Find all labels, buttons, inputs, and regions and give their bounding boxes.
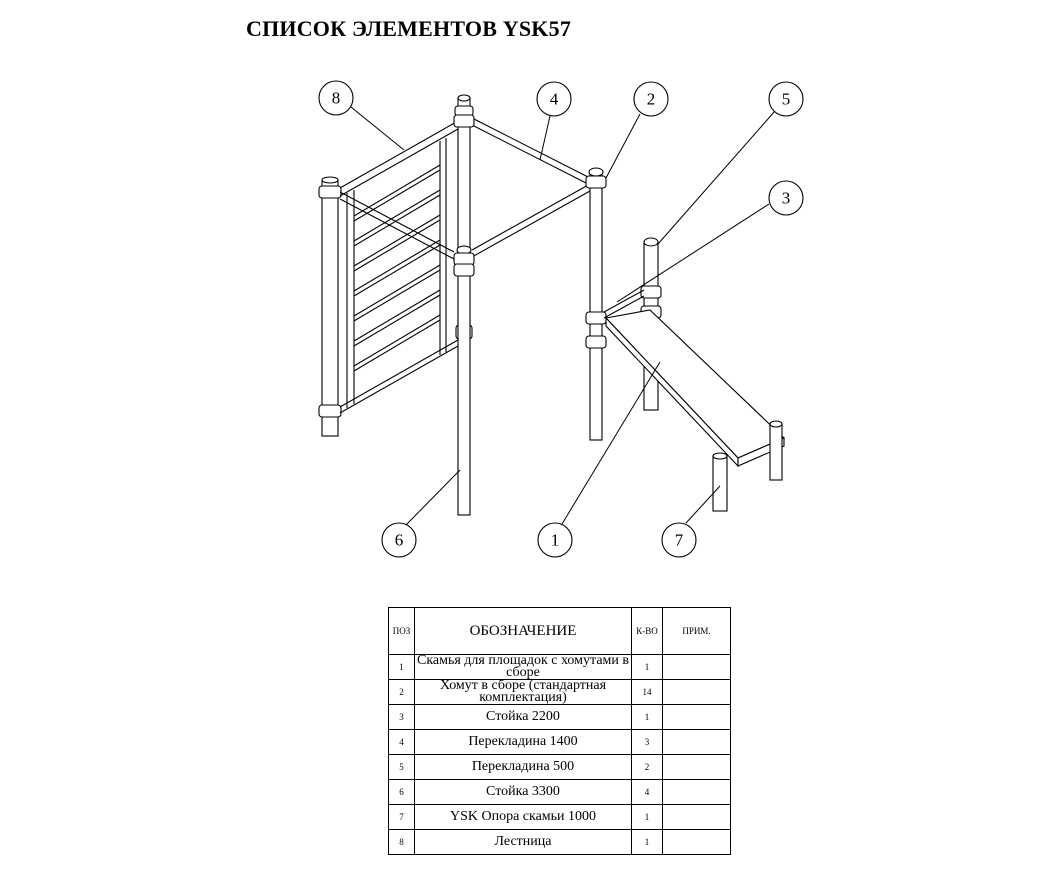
cell-qty: 1	[631, 654, 663, 680]
cell-pos: 4	[388, 729, 415, 755]
callout-4: 4	[536, 81, 572, 117]
table-row: 2 Хомут в сборе (стандартная комплектаци…	[388, 679, 731, 705]
clamp	[453, 263, 475, 277]
crossbars	[339, 117, 591, 260]
post-3300-front	[453, 245, 475, 516]
header-qty: К-ВО	[631, 607, 663, 655]
cell-qty: 1	[631, 829, 663, 855]
cell-note	[662, 654, 731, 680]
callout-label: 1	[551, 531, 560, 550]
parts-table: ПОЗ ОБОЗНАЧЕНИЕ К-ВО ПРИМ. 1 Скамья для …	[388, 607, 731, 855]
cell-name: Лестница	[414, 829, 632, 855]
cell-qty: 4	[631, 779, 663, 805]
callout-label: 2	[647, 90, 656, 109]
cell-pos: 1	[388, 654, 415, 680]
callout-3: 3	[768, 180, 804, 216]
cell-pos: 2	[388, 679, 415, 705]
clamp	[318, 185, 342, 199]
clamp	[453, 252, 475, 266]
assembly-drawing: 8 4 2 5 3 6 1 7	[318, 80, 804, 558]
cell-pos: 7	[388, 804, 415, 830]
clamp	[585, 175, 607, 189]
table-row: 4 Перекладина 1400 3	[388, 729, 731, 755]
post-3300-right	[585, 167, 607, 441]
cell-qty: 1	[631, 704, 663, 730]
cell-pos: 6	[388, 779, 415, 805]
callout-label: 8	[332, 89, 341, 108]
table-row: 1 Скамья для площадок с хомутами в сборе…	[388, 654, 731, 680]
callout-label: 3	[782, 189, 791, 208]
crossbar	[471, 183, 591, 258]
cell-name: Хомут в сборе (стандартная комплектация)	[414, 679, 632, 705]
ladder	[318, 120, 459, 437]
cell-pos: 3	[388, 704, 415, 730]
cell-name: Скамья для площадок с хомутами в сборе	[414, 654, 632, 680]
page-title: СПИСОК ЭЛЕМЕНТОВ YSK57	[246, 16, 572, 41]
cell-note	[662, 679, 731, 705]
callout-label: 5	[782, 90, 791, 109]
callout-1: 1	[537, 522, 573, 558]
cell-qty: 3	[631, 729, 663, 755]
crossbar	[471, 117, 591, 186]
short-crossbar	[603, 289, 645, 319]
bench-leg	[769, 423, 783, 481]
cell-qty: 1	[631, 804, 663, 830]
ladder-top-rail	[339, 120, 459, 197]
table-row: 7 YSK Опора скамьи 1000 1	[388, 804, 731, 830]
ladder-side	[346, 190, 355, 408]
ladder-post-cap	[321, 176, 339, 184]
table-row: 6 Стойка 3300 4	[388, 779, 731, 805]
cell-qty: 2	[631, 754, 663, 780]
cell-note	[662, 779, 731, 805]
cell-note	[662, 829, 731, 855]
cell-name: Стойка 3300	[414, 779, 632, 805]
callout-label: 6	[395, 531, 404, 550]
cell-name: Стойка 2200	[414, 704, 632, 730]
header-name: ОБОЗНАЧЕНИЕ	[414, 607, 632, 655]
table-row: 3 Стойка 2200 1	[388, 704, 731, 730]
crossbar	[339, 191, 455, 260]
clamp	[453, 114, 475, 128]
callout-6: 6	[381, 522, 417, 558]
callout-5: 5	[768, 81, 804, 117]
bench	[604, 309, 785, 481]
cell-pos: 5	[388, 754, 415, 780]
callout-label: 4	[550, 90, 559, 109]
cell-qty: 14	[631, 679, 663, 705]
clamp	[585, 335, 607, 349]
cell-name: Перекладина 1400	[414, 729, 632, 755]
bench-support	[712, 452, 728, 512]
cell-pos: 8	[388, 829, 415, 855]
leader-lines	[350, 106, 776, 526]
callout-2: 2	[633, 81, 669, 117]
table-row: 8 Лестница 1	[388, 829, 731, 855]
cell-note	[662, 804, 731, 830]
cell-name: Перекладина 500	[414, 754, 632, 780]
cell-note	[662, 729, 731, 755]
clamp	[318, 404, 342, 418]
ladder-side	[439, 138, 447, 355]
header-note: ПРИМ.	[662, 607, 731, 655]
ladder-rungs	[353, 164, 441, 372]
table-header-row: ПОЗ ОБОЗНАЧЕНИЕ К-ВО ПРИМ.	[388, 607, 731, 655]
ladder-post	[321, 179, 339, 437]
callout-8: 8	[318, 80, 354, 116]
cell-note	[662, 704, 731, 730]
header-pos: ПОЗ	[388, 607, 415, 655]
callout-label: 7	[675, 531, 684, 550]
callout-7: 7	[661, 522, 697, 558]
table-row: 5 Перекладина 500 2	[388, 754, 731, 780]
cell-name: YSK Опора скамьи 1000	[414, 804, 632, 830]
cell-note	[662, 754, 731, 780]
clamp	[585, 311, 607, 325]
ladder-bottom-rail	[339, 339, 459, 414]
